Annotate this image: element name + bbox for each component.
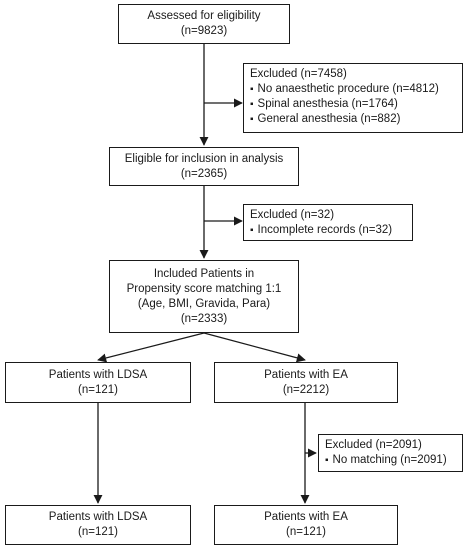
node-ldsa-1: Patients with LDSA (n=121) <box>5 362 191 403</box>
edge-included-ea <box>203 332 306 363</box>
node-eligible-line-2: (n=2365) <box>180 167 228 180</box>
node-ldsa-2-line-2: (n=121) <box>78 526 118 538</box>
node-excluded-1-bullet-2: Spinal anesthesia (n=1764) <box>250 97 456 112</box>
node-excluded-1-bullet-1: No anaesthetic procedure (n=4812) <box>250 82 456 97</box>
node-included: Included Patients in Propensity score ma… <box>109 260 299 333</box>
node-included-line-3: (Age, BMI, Gravida, Para) <box>137 297 271 310</box>
node-ea-2: Patients with EA (n=121) <box>214 505 398 545</box>
node-ldsa-2: Patients with LDSA (n=121) <box>5 505 191 545</box>
node-eligible-line-1: Eligible for inclusion in analysis <box>124 152 284 165</box>
node-excluded-3-title: Excluded (n=2091) <box>325 439 422 451</box>
node-excluded-2-title: Excluded (n=32) <box>250 209 335 221</box>
node-excluded-3-bullet-1: No matching (n=2091) <box>325 453 456 468</box>
node-assessed-line-1: Assessed for eligibility <box>147 10 261 22</box>
node-included-line-1: Included Patients in <box>153 267 255 280</box>
node-excluded-2: Excluded (n=32) Incomplete records (n=32… <box>243 204 413 241</box>
node-included-line-4: (n=2333) <box>180 312 228 325</box>
node-excluded-1: Excluded (n=7458) No anaesthetic procedu… <box>243 63 463 133</box>
node-excluded-2-bullet-1: Incomplete records (n=32) <box>250 223 406 238</box>
node-excluded-1-bullet-3: General anesthesia (n=882) <box>250 112 456 127</box>
node-ldsa-2-line-1: Patients with LDSA <box>48 511 148 523</box>
node-included-line-2: Propensity score matching 1:1 <box>126 282 282 295</box>
node-ea-1-line-2: (n=2212) <box>282 383 330 396</box>
node-excluded-1-title: Excluded (n=7458) <box>250 68 347 80</box>
node-eligible: Eligible for inclusion in analysis (n=23… <box>109 147 299 186</box>
node-ea-1: Patients with EA (n=2212) <box>214 362 398 403</box>
edge-included-ldsa <box>97 332 205 363</box>
node-ea-2-line-1: Patients with EA <box>264 511 348 523</box>
node-excluded-3: Excluded (n=2091) No matching (n=2091) <box>318 434 463 472</box>
node-assessed: Assessed for eligibility (n=9823) <box>118 4 290 44</box>
node-ea-1-line-1: Patients with EA <box>264 368 348 381</box>
node-ldsa-1-line-2: (n=121) <box>78 383 118 396</box>
node-assessed-line-2: (n=9823) <box>180 25 228 37</box>
node-ea-2-line-2: (n=121) <box>286 526 326 538</box>
node-ldsa-1-line-1: Patients with LDSA <box>48 368 148 381</box>
